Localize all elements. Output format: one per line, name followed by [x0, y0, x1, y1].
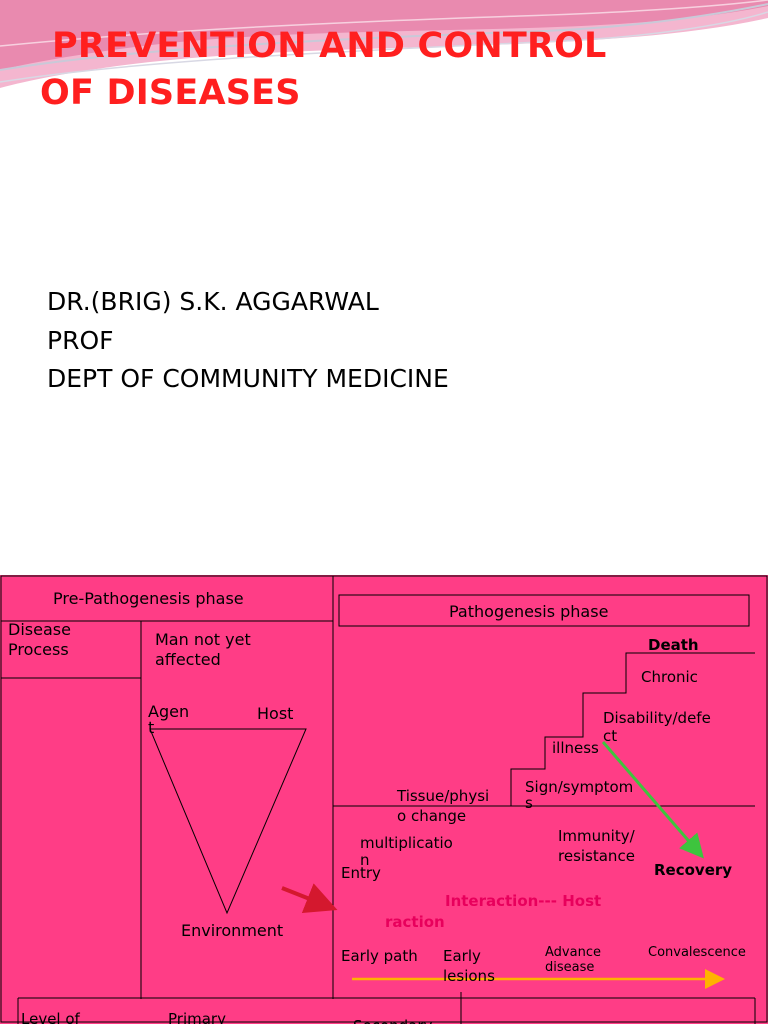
author-department: DEPT OF COMMUNITY MEDICINE: [47, 364, 449, 393]
sign-symptoms-label: Sign/symptom s: [525, 778, 634, 812]
illness-label: illness: [552, 739, 599, 757]
pathogenesis-header: Pathogenesis phase: [449, 602, 609, 621]
author-role: PROF: [47, 326, 114, 355]
interaction-label: Interaction--- Host: [445, 892, 602, 910]
early-path-label: Early path: [341, 947, 418, 965]
natural-history-diagram-lines: [0, 575, 768, 1024]
entry-label: Entry: [341, 864, 381, 882]
advance-disease-label: Advance disease: [545, 945, 601, 975]
recovery-label: Recovery: [654, 861, 733, 879]
host-label: Host: [257, 704, 294, 723]
convalescence-label: Convalescence: [648, 945, 746, 960]
prepathogenesis-header: Pre-Pathogenesis phase: [53, 589, 244, 608]
tissue-physio-change-label: Tissue/physi o change: [397, 787, 490, 825]
chronic-label: Chronic: [641, 668, 698, 686]
immunity-resistance-label: Immunity/ resistance: [558, 827, 635, 865]
disability-defect-label: Disability/defe ct: [603, 709, 711, 745]
slide-title-line-1: PREVENTION AND CONTROL: [52, 26, 607, 66]
natural-history-slide: Pre-Pathogenesis phase Pathogenesis phas…: [0, 575, 768, 1024]
death-label: Death: [648, 636, 699, 654]
header-swoosh-decoration: [0, 0, 768, 88]
primary-label: Primary: [168, 1010, 226, 1024]
disease-process-label: Disease Process: [8, 620, 71, 659]
man-not-yet-affected-label: Man not yet affected: [155, 630, 251, 669]
multiplication-label: multiplicatio n: [360, 834, 453, 869]
secondary-label: Secondary: [353, 1016, 432, 1024]
level-of-label: Level of: [21, 1010, 80, 1024]
slide-title-line-2: OF DISEASES: [40, 73, 301, 113]
author-name: DR.(BRIG) S.K. AGGARWAL: [47, 287, 379, 316]
environment-label: Environment: [181, 921, 284, 940]
agent-label: Agen t: [148, 702, 190, 737]
early-lesions-label: Early lesions: [443, 947, 495, 985]
interaction-tail-label: raction: [385, 913, 445, 931]
